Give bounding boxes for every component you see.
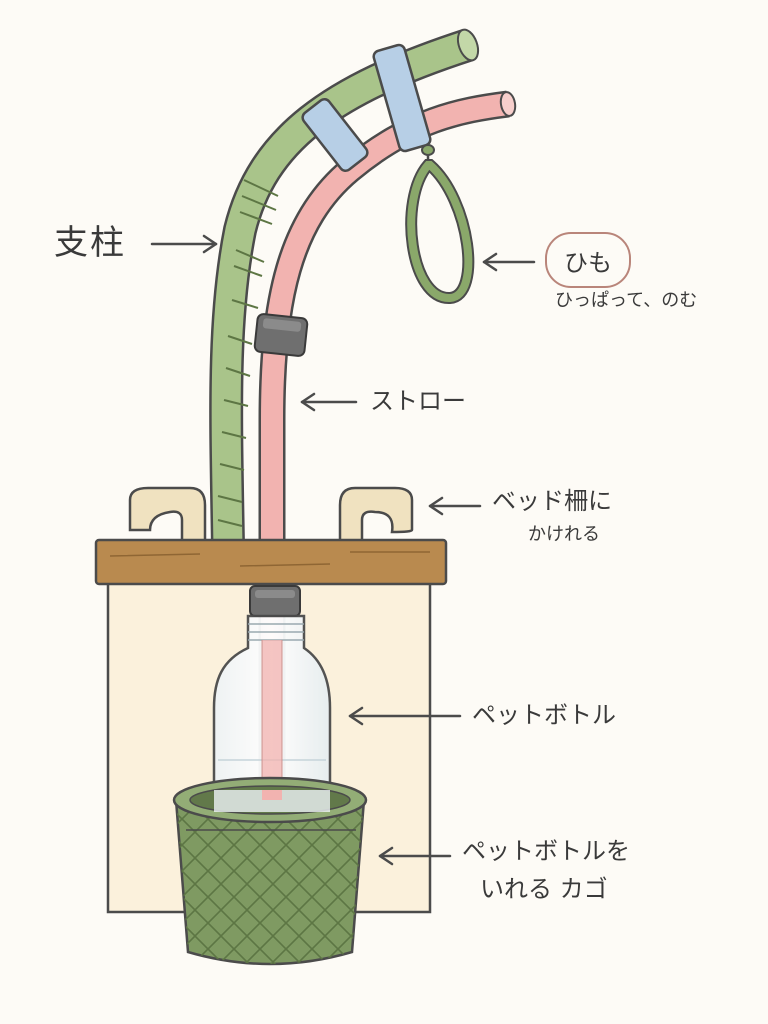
arrow-support	[150, 234, 218, 254]
arrow-basket	[378, 846, 452, 866]
label-straw: ストロー	[370, 387, 466, 415]
arrow-bottle	[348, 706, 462, 726]
label-basket-line2: いれる カゴ	[480, 875, 608, 903]
rail-hook-right	[338, 486, 414, 552]
arrow-string	[482, 252, 536, 272]
bed-rail	[94, 538, 448, 586]
clip-band-1	[301, 97, 369, 173]
clip-band-2	[372, 43, 432, 153]
bottle-basket	[172, 776, 368, 966]
label-support: 支柱	[54, 223, 126, 263]
label-bed-rail-line2: かけれる	[528, 524, 600, 545]
label-string: ひも	[545, 232, 631, 288]
bottle-cap-ring	[249, 585, 301, 617]
arrow-straw	[300, 392, 358, 412]
label-string-note: ひっぱって、のむ	[555, 290, 698, 311]
label-bottle: ペットボトル	[472, 701, 616, 729]
label-bed-rail-line1: ベッド柵に	[492, 487, 612, 515]
straw-ring-upper	[253, 313, 309, 357]
label-basket-line1: ペットボトルを	[462, 837, 630, 865]
arrow-bed-rail	[428, 496, 482, 516]
support-pole	[209, 28, 480, 549]
pull-string	[405, 144, 475, 304]
